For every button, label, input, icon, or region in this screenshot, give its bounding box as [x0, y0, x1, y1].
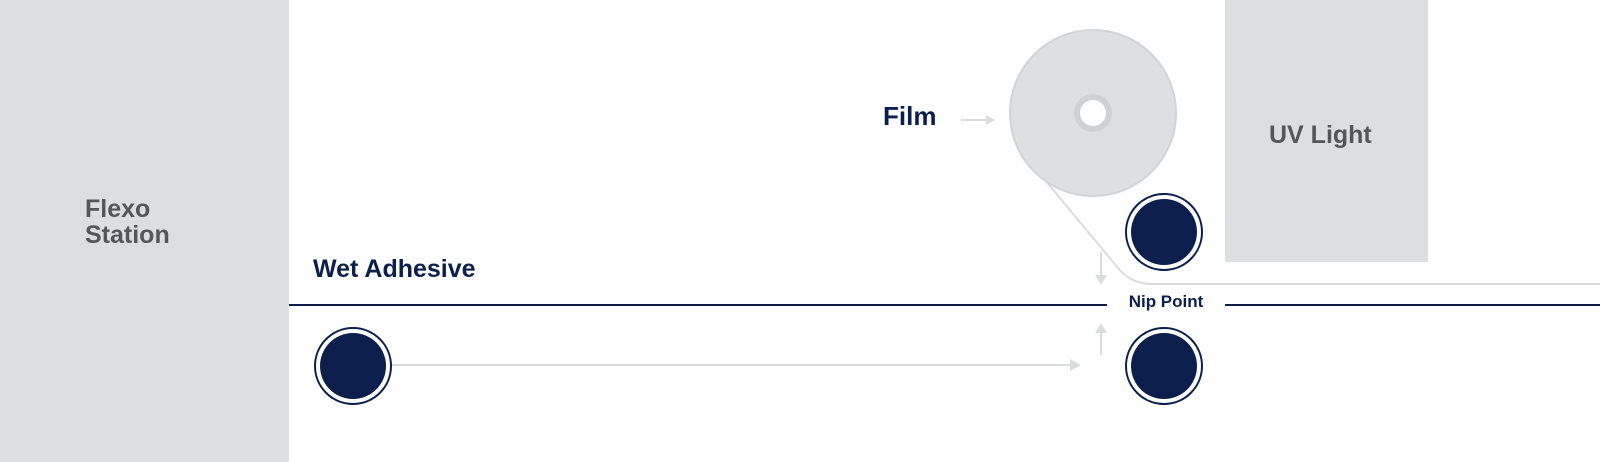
nip-down-arrow: [1095, 252, 1107, 285]
bottom-nip-roller: [1125, 327, 1203, 405]
film-roll-core-hole: [1080, 100, 1106, 126]
flexo-station-block: [0, 0, 289, 462]
adhesive-roller: [314, 327, 392, 405]
wet-adhesive-label: Wet Adhesive: [313, 255, 476, 283]
adhesive-direction-arrow: [392, 359, 1081, 371]
film-web-path: [1034, 167, 1600, 285]
nip-up-arrow: [1095, 323, 1107, 355]
uv-light-block: [1225, 0, 1428, 262]
top-nip-roller: [1125, 193, 1203, 271]
film-arrow: [961, 115, 995, 125]
uv-light-label: UV Light: [1269, 121, 1372, 149]
film-label: Film: [883, 101, 937, 131]
nip-point-label: Nip Point: [1107, 293, 1225, 310]
flexo-station-label: Flexo Station: [85, 195, 170, 249]
